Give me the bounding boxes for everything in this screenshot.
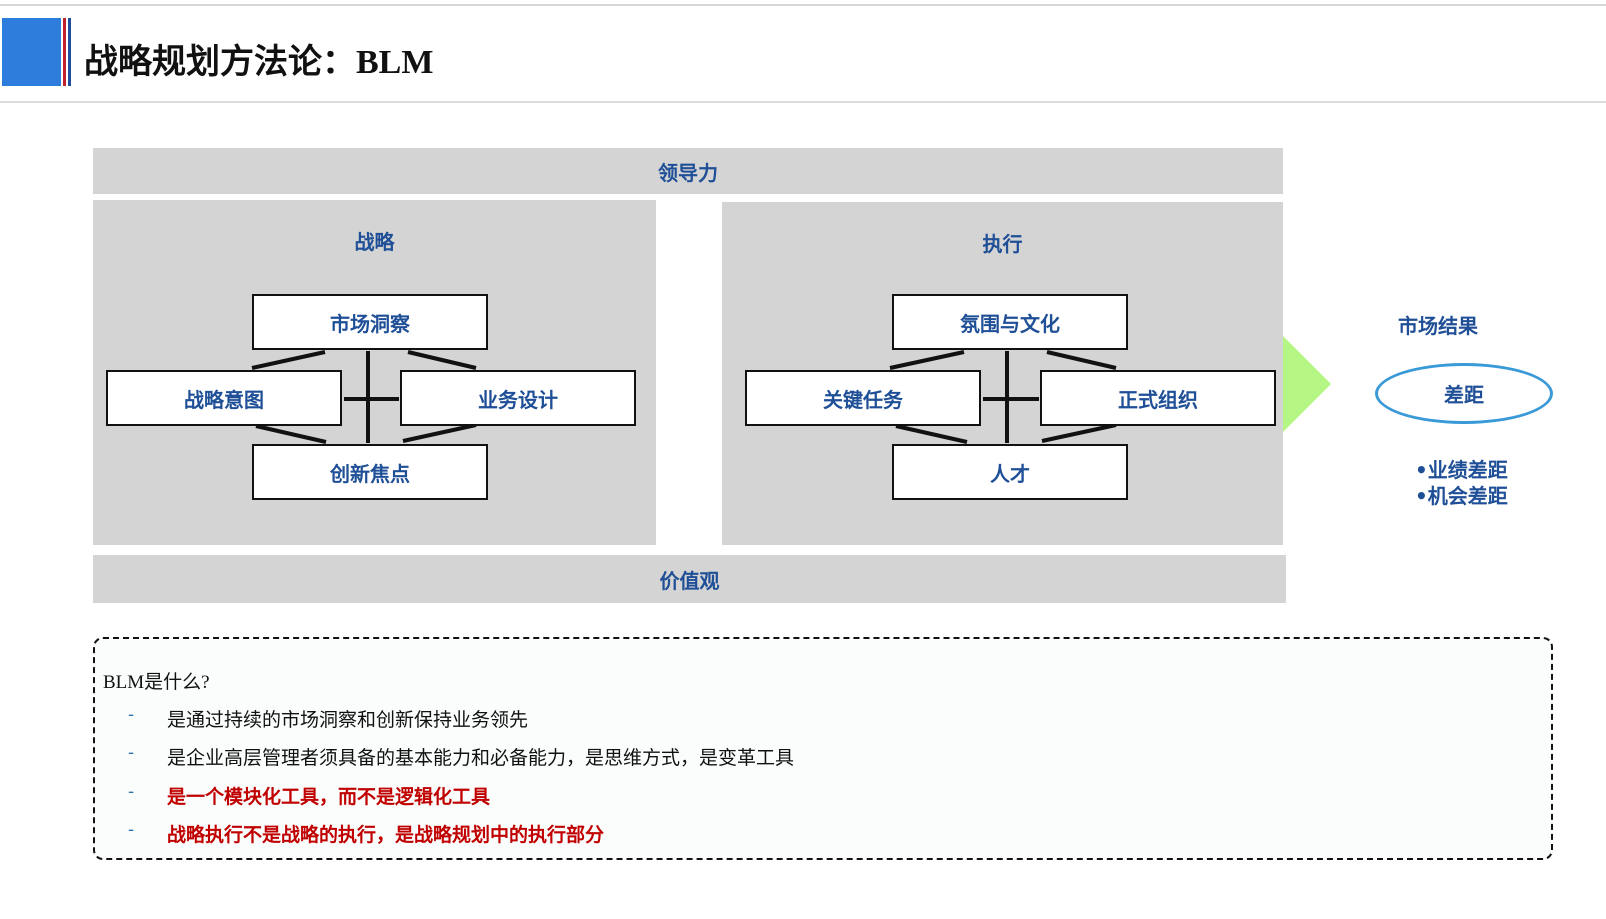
note-item: - 是企业高层管理者须具备的基本能力和必备能力，是思维方式，是变革工具 [95, 743, 1495, 773]
note-text-highlight: 是一个模块化工具，而不是逻辑化工具 [167, 786, 491, 808]
note-dash: - [128, 743, 135, 763]
note-item-highlight: - 是一个模块化工具，而不是逻辑化工具 [95, 782, 1495, 812]
gap-item-performance: •业绩差距 [1415, 458, 1508, 482]
strategy-node-business-design: 业务设计 [400, 370, 636, 426]
execution-node-critical-tasks: 关键任务 [745, 370, 981, 426]
note-dash: - [128, 705, 135, 725]
note-text: 是通过持续的市场洞察和创新保持业务领先 [167, 709, 529, 731]
note-item-highlight: - 战略执行不是战略的执行，是战略规划中的执行部分 [95, 820, 1495, 850]
header-divider [0, 101, 1606, 103]
strategy-node-strategic-intent: 战略意图 [106, 370, 342, 426]
gap-item-opportunity: •机会差距 [1415, 484, 1508, 508]
title-accent-bar-red [63, 18, 66, 86]
gap-list: •业绩差距 •机会差距 [1415, 457, 1508, 509]
note-dash: - [128, 820, 135, 840]
strategy-node-market-insight: 市场洞察 [252, 294, 488, 350]
blm-notes-box: BLM是什么? - 是通过持续的市场洞察和创新保持业务领先 - 是企业高层管理者… [93, 637, 1553, 860]
result-arrow-icon [1283, 336, 1331, 432]
note-item: - 是通过持续的市场洞察和创新保持业务领先 [95, 705, 1495, 735]
leadership-band: 领导力 [93, 148, 1283, 194]
execution-panel-title: 执行 [982, 232, 1023, 256]
page-title: 战略规划方法论：BLM [84, 34, 433, 83]
note-dash: - [128, 782, 135, 802]
note-text: 是企业高层管理者须具备的基本能力和必备能力，是思维方式，是变革工具 [167, 747, 795, 769]
title-accent-block [2, 18, 61, 86]
title-accent-bar-blue [68, 18, 71, 86]
values-band: 价值观 [93, 555, 1286, 603]
notes-title: BLM是什么? [103, 672, 210, 693]
gap-ellipse: 差距 [1375, 363, 1553, 424]
page-title-latin: BLM [356, 44, 434, 81]
strategy-node-innovation-focus: 创新焦点 [252, 444, 488, 500]
market-result-title: 市场结果 [1398, 314, 1478, 338]
note-text-highlight: 战略执行不是战略的执行，是战略规划中的执行部分 [167, 824, 605, 846]
execution-node-talent: 人才 [892, 444, 1128, 500]
execution-node-formal-organization: 正式组织 [1040, 370, 1276, 426]
execution-node-climate-culture: 氛围与文化 [892, 294, 1128, 350]
page-title-chinese: 战略规划方法论： [84, 42, 356, 82]
strategy-panel-title: 战略 [354, 230, 395, 254]
top-divider [0, 4, 1606, 6]
